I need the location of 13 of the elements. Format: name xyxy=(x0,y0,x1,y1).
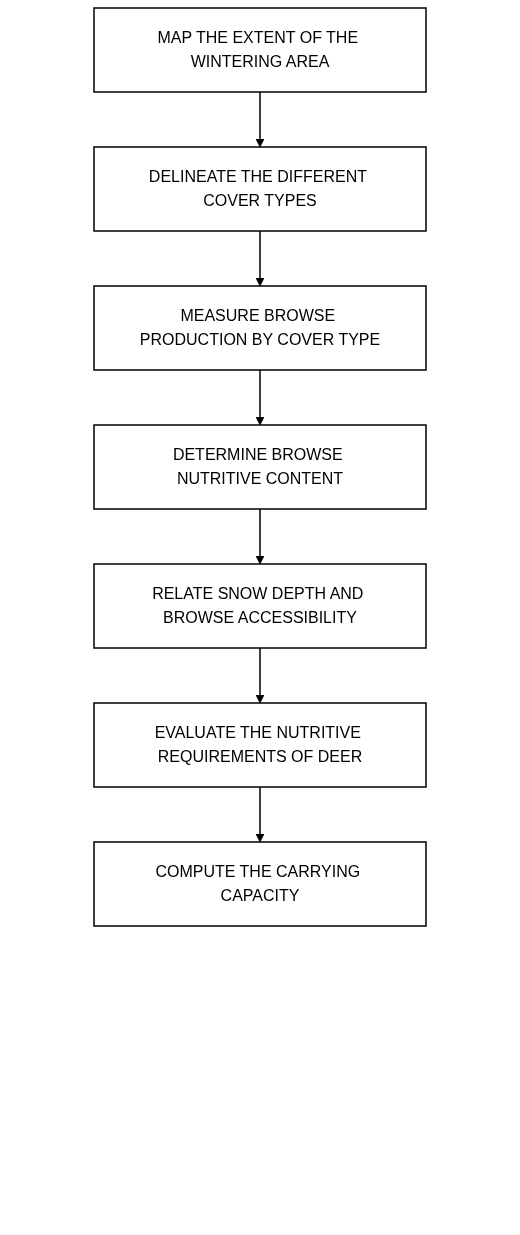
arrow xyxy=(255,786,265,843)
node-box: DETERMINE BROWSE NUTRITIVE CONTENT xyxy=(93,424,427,510)
arrow xyxy=(255,230,265,287)
node-box: EVALUATE THE NUTRITIVE REQUIREMENTS OF DEER xyxy=(93,702,427,788)
node-box: DELINEATE THE DIFFERENT COVER TYPES xyxy=(93,146,427,232)
node-box: MEASURE BROWSE PRODUCTION BY COVER TYPE xyxy=(93,285,427,371)
node-box: RELATE SNOW DEPTH AND BROWSE ACCESSIBILITY xyxy=(93,563,427,649)
node-box: COMPUTE THE CARRYING CAPACITY xyxy=(93,841,427,927)
arrow xyxy=(255,508,265,565)
node-box: MAP THE EXTENT OF THE WINTERING AREA xyxy=(93,7,427,93)
arrow xyxy=(255,647,265,704)
arrow xyxy=(255,369,265,426)
arrow xyxy=(255,91,265,148)
